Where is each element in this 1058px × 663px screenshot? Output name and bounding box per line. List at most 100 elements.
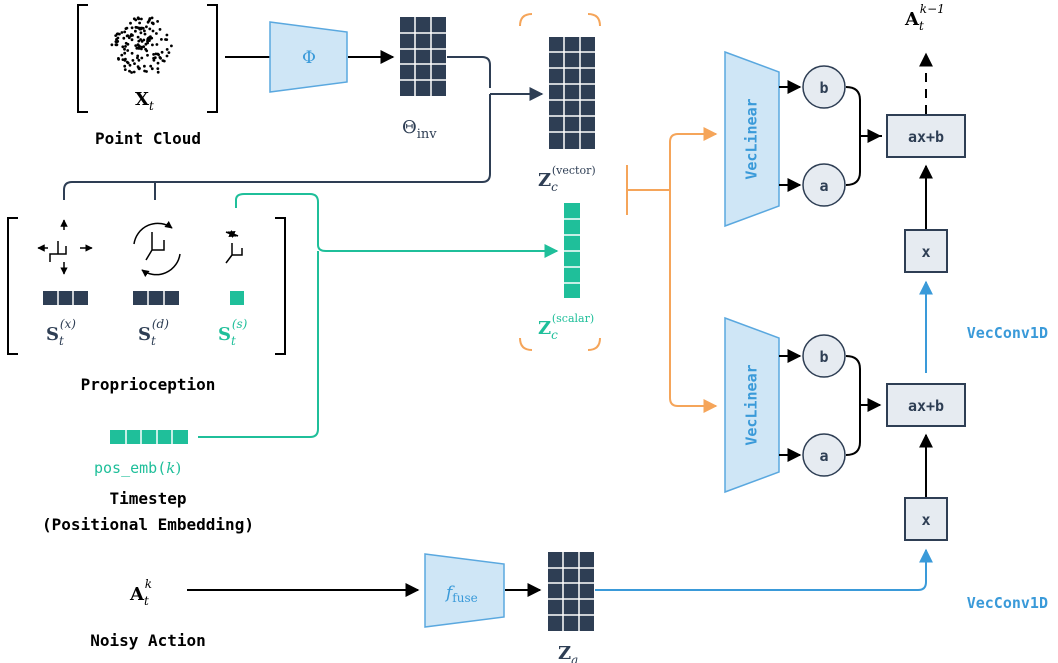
point-cloud-dot	[120, 53, 124, 57]
point-cloud-dot	[151, 29, 155, 33]
point-cloud-dot	[136, 17, 140, 20]
gripper-scalar-line	[235, 193, 319, 245]
point-cloud-left-bracket	[77, 4, 88, 113]
point-cloud-dot	[123, 68, 127, 71]
point-cloud-dot	[138, 44, 141, 48]
point-cloud-dot	[154, 52, 158, 56]
point-cloud-dot	[126, 49, 130, 52]
point-cloud-dot	[121, 58, 125, 61]
zc-bracket-bottom	[519, 337, 601, 351]
svg-text:x: x	[921, 243, 930, 261]
svg-text:b: b	[819, 348, 828, 366]
point-cloud-dot	[130, 33, 133, 36]
rotation-icon	[133, 220, 181, 278]
zc-to-veclinear-connector	[626, 165, 670, 215]
phi-encoder: Φ	[269, 21, 348, 93]
point-cloud-dot	[150, 67, 154, 71]
zscalar-symbol: Zc(scalar)	[538, 312, 594, 342]
x-box-top: x	[904, 229, 948, 273]
point-cloud-dot	[156, 67, 160, 70]
point-cloud-dot	[130, 71, 134, 74]
za-symbol: Za	[558, 643, 578, 663]
point-cloud-dot	[145, 49, 149, 53]
point-cloud-dot	[140, 40, 144, 43]
pos-emb-bar	[110, 430, 188, 444]
node-a-top: a	[802, 163, 846, 207]
veclinear-bottom: VecLinear	[724, 316, 780, 494]
point-cloud-dot	[143, 64, 146, 68]
svg-text:a: a	[819, 177, 828, 195]
point-cloud-dot	[110, 43, 114, 47]
point-cloud-dot	[114, 43, 118, 47]
timestep-label: Timestep	[109, 489, 186, 508]
point-cloud-dot	[117, 57, 120, 60]
gripper-icon	[225, 230, 243, 264]
affine-bottom: ax+b	[886, 383, 966, 427]
phi-symbol: Φ	[302, 48, 316, 68]
point-cloud-dot	[143, 29, 146, 33]
point-cloud-dot	[120, 31, 124, 34]
point-cloud-dot	[151, 43, 154, 47]
state-s-bar	[230, 291, 244, 305]
point-cloud-dots	[110, 16, 173, 74]
point-cloud-dot	[140, 45, 144, 49]
point-cloud-dot	[137, 46, 140, 50]
x-box-bottom: x	[904, 497, 948, 541]
point-cloud-dot	[145, 25, 148, 29]
zscalar-bar	[564, 203, 580, 298]
veclinear-bottom-label: VecLinear	[743, 364, 761, 445]
node-b-top: b	[802, 65, 846, 109]
theta-symbol: Θinv	[402, 117, 437, 142]
point-cloud-dot	[128, 63, 132, 67]
point-cloud-dot	[160, 50, 164, 54]
point-cloud-dot	[140, 56, 144, 60]
node-a-bottom: a	[802, 433, 846, 477]
point-cloud-dot	[138, 21, 142, 25]
point-cloud-dot	[139, 38, 143, 41]
point-cloud-dot	[167, 51, 171, 54]
point-cloud-dot	[134, 29, 137, 33]
point-cloud-dot	[148, 27, 152, 31]
point-cloud-dot	[133, 62, 136, 65]
za-grid	[548, 552, 594, 631]
scalar-join-arrow	[317, 244, 559, 258]
noisy-action-symbol: Atk	[129, 577, 152, 608]
point-cloud-dot	[139, 31, 143, 35]
point-cloud-dot	[149, 64, 153, 68]
proprioception-label: Proprioception	[81, 375, 216, 394]
svg-text:b: b	[819, 79, 828, 97]
state-s-symbol: St(s)	[218, 317, 248, 348]
point-cloud-dot	[130, 26, 134, 30]
zc-to-veclinear-top-arrow	[669, 127, 718, 190]
svg-text:ax+b: ax+b	[908, 397, 944, 415]
point-cloud-dot	[156, 61, 160, 65]
point-cloud-dot	[150, 16, 154, 20]
theta-grid	[400, 17, 446, 96]
point-cloud-dot	[156, 20, 160, 23]
point-cloud-dot	[165, 54, 169, 58]
point-cloud-dot	[140, 17, 143, 21]
point-cloud-dot	[151, 22, 155, 26]
zc-to-veclinear-bottom-arrow	[669, 190, 718, 413]
point-cloud-block: Xt Point Cloud	[77, 4, 218, 148]
pos-emb-line	[198, 251, 319, 438]
svg-text:ax+b: ax+b	[908, 128, 944, 146]
point-cloud-label: Point Cloud	[95, 129, 201, 148]
point-cloud-dot	[121, 45, 125, 49]
point-cloud-dot	[124, 41, 128, 45]
timestep-sublabel: (Positional Embedding)	[42, 515, 254, 534]
point-cloud-dot	[158, 56, 162, 59]
point-cloud-dot	[158, 28, 162, 31]
point-cloud-dot	[165, 33, 169, 37]
point-cloud-symbol: Xt	[135, 89, 154, 113]
point-cloud-dot	[130, 51, 134, 55]
translation-icon	[37, 219, 93, 275]
point-cloud-dot	[131, 59, 135, 62]
point-cloud-dot	[138, 67, 141, 70]
point-cloud-dot	[156, 70, 160, 74]
point-cloud-dot	[143, 32, 147, 36]
proprio-vector-bus	[63, 94, 491, 200]
point-cloud-dot	[137, 58, 141, 62]
point-cloud-dot	[126, 34, 130, 37]
svg-text:a: a	[819, 447, 828, 465]
